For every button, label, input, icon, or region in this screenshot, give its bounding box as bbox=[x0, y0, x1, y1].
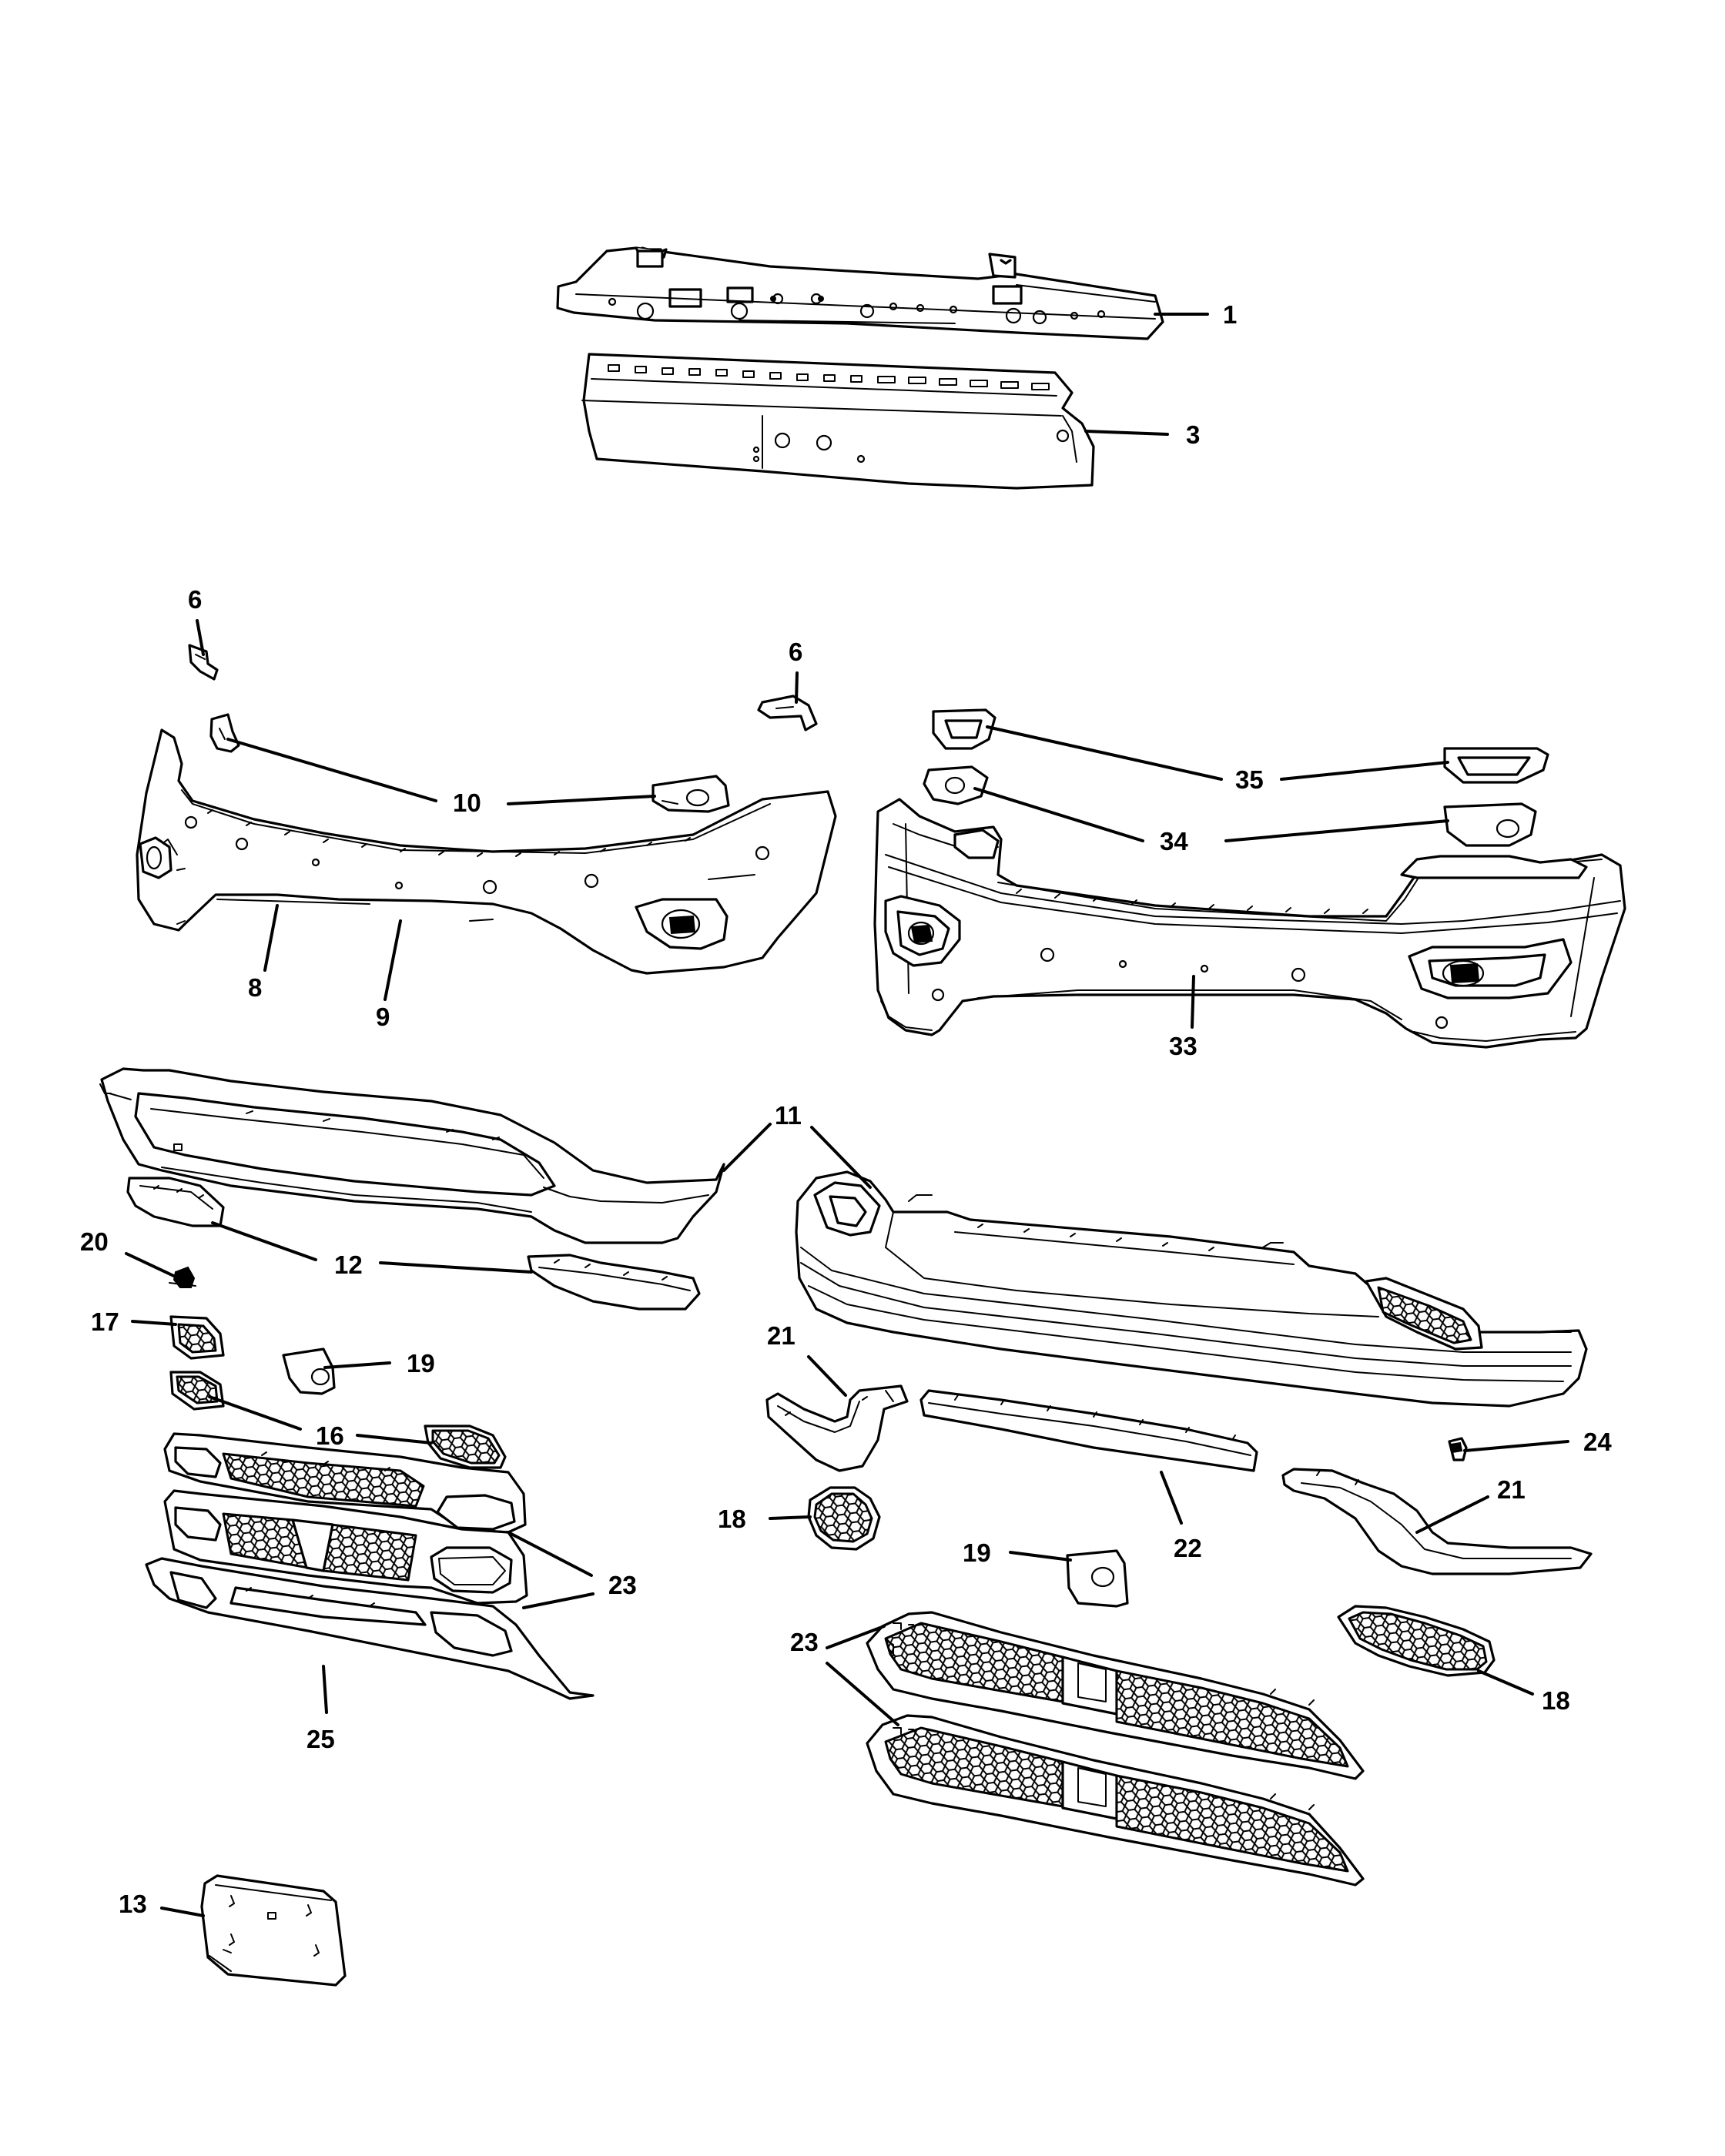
part-18-insert-left bbox=[807, 1486, 881, 1551]
part-16-insert-right bbox=[424, 1424, 507, 1469]
part-10-cap-left bbox=[209, 713, 240, 753]
part-20-clip bbox=[169, 1266, 196, 1288]
part-12-trim-right bbox=[527, 1254, 701, 1311]
part-21-trim-left bbox=[765, 1384, 909, 1472]
callout-21b: 21 bbox=[1497, 1475, 1526, 1504]
part-19-cover-left bbox=[282, 1348, 336, 1395]
part-19-cover-right bbox=[1066, 1549, 1129, 1608]
fascia33-upper-recess bbox=[953, 829, 1588, 879]
part-34-cap-right bbox=[1443, 802, 1537, 847]
part-18-insert-right bbox=[1337, 1605, 1496, 1677]
part-22-center-trim bbox=[919, 1389, 1258, 1472]
callout-34: 34 bbox=[1160, 827, 1188, 855]
part-24-clip bbox=[1448, 1437, 1468, 1461]
part-23-grille-upper-left bbox=[163, 1432, 527, 1534]
callout-21a: 21 bbox=[767, 1321, 796, 1350]
callout-6a: 6 bbox=[188, 585, 202, 614]
callout-8: 8 bbox=[248, 973, 262, 1002]
fascia33-sensor-holes bbox=[931, 947, 1449, 1029]
callout-23b: 23 bbox=[608, 1571, 637, 1599]
part-33-front-fascia bbox=[873, 798, 1626, 1049]
fascia-sensor-holes bbox=[184, 815, 770, 895]
part-11-lower-fascia-left bbox=[99, 1067, 725, 1244]
callout-11: 11 bbox=[775, 1101, 802, 1130]
callout-23c: 23 bbox=[608, 1571, 637, 1599]
callout-18b: 18 bbox=[1542, 1686, 1570, 1715]
part-6-bracket-left bbox=[188, 644, 219, 681]
callout-18a: 18 bbox=[718, 1505, 746, 1533]
callout-3: 3 bbox=[1186, 420, 1200, 449]
fascia33-fog-left bbox=[884, 895, 961, 967]
callout-1: 1 bbox=[1223, 300, 1237, 329]
callout-19b: 19 bbox=[963, 1538, 991, 1567]
fascia33-fog-right bbox=[1408, 938, 1573, 999]
fascia-clip-row bbox=[207, 809, 691, 857]
fascia-fog-right bbox=[635, 898, 729, 950]
part-34-cap-left bbox=[923, 765, 989, 805]
callout-33: 33 bbox=[1169, 1032, 1197, 1060]
callout-9: 9 bbox=[376, 1003, 390, 1031]
part-8-9-front-fascia bbox=[136, 728, 837, 975]
callout-20: 20 bbox=[80, 1227, 109, 1256]
callout-16: 16 bbox=[316, 1421, 344, 1450]
part-13-license-bracket bbox=[200, 1874, 347, 1987]
part-1-bumper-reinforcement bbox=[556, 246, 1164, 340]
callout-22: 22 bbox=[1174, 1534, 1202, 1562]
callout-23a: 23 bbox=[790, 1628, 819, 1656]
callout-labels: 1 3 6 6 10 35 34 8 9 33 11 20 12 17 19 1… bbox=[80, 300, 1612, 1918]
part-35-trim-right bbox=[1443, 747, 1549, 784]
part-16-insert-left bbox=[169, 1371, 225, 1411]
callout-35: 35 bbox=[1235, 765, 1264, 794]
leader-lines bbox=[125, 313, 1569, 1917]
part-6-bracket-right bbox=[757, 695, 818, 732]
part-21-trim-right bbox=[1281, 1468, 1593, 1575]
absorber-slots bbox=[608, 364, 1050, 390]
part-3-energy-absorber bbox=[581, 353, 1095, 490]
part-35-trim-left bbox=[932, 708, 996, 750]
part-11-lower-fascia-right bbox=[795, 1170, 1588, 1408]
part-12-trim-left bbox=[126, 1177, 225, 1227]
callout-10: 10 bbox=[453, 788, 481, 817]
part-23-grille-upper-right bbox=[866, 1611, 1365, 1780]
callout-24: 24 bbox=[1583, 1428, 1612, 1456]
callout-17: 17 bbox=[91, 1307, 119, 1336]
callout-12: 12 bbox=[334, 1250, 363, 1279]
callout-19a: 19 bbox=[407, 1349, 435, 1378]
callout-25: 25 bbox=[306, 1725, 335, 1753]
fascia-fog-left bbox=[139, 836, 172, 879]
part-10-cap-right bbox=[651, 775, 730, 813]
part-25-lower-frame bbox=[145, 1557, 595, 1700]
part-23-grille-lower-left bbox=[163, 1489, 528, 1605]
callout-13: 13 bbox=[119, 1890, 147, 1918]
part-23-grille-lower-right bbox=[866, 1714, 1365, 1886]
fascia33-clip-row bbox=[1016, 889, 1368, 914]
callout-6b: 6 bbox=[789, 638, 802, 666]
part-17-insert bbox=[169, 1315, 225, 1360]
